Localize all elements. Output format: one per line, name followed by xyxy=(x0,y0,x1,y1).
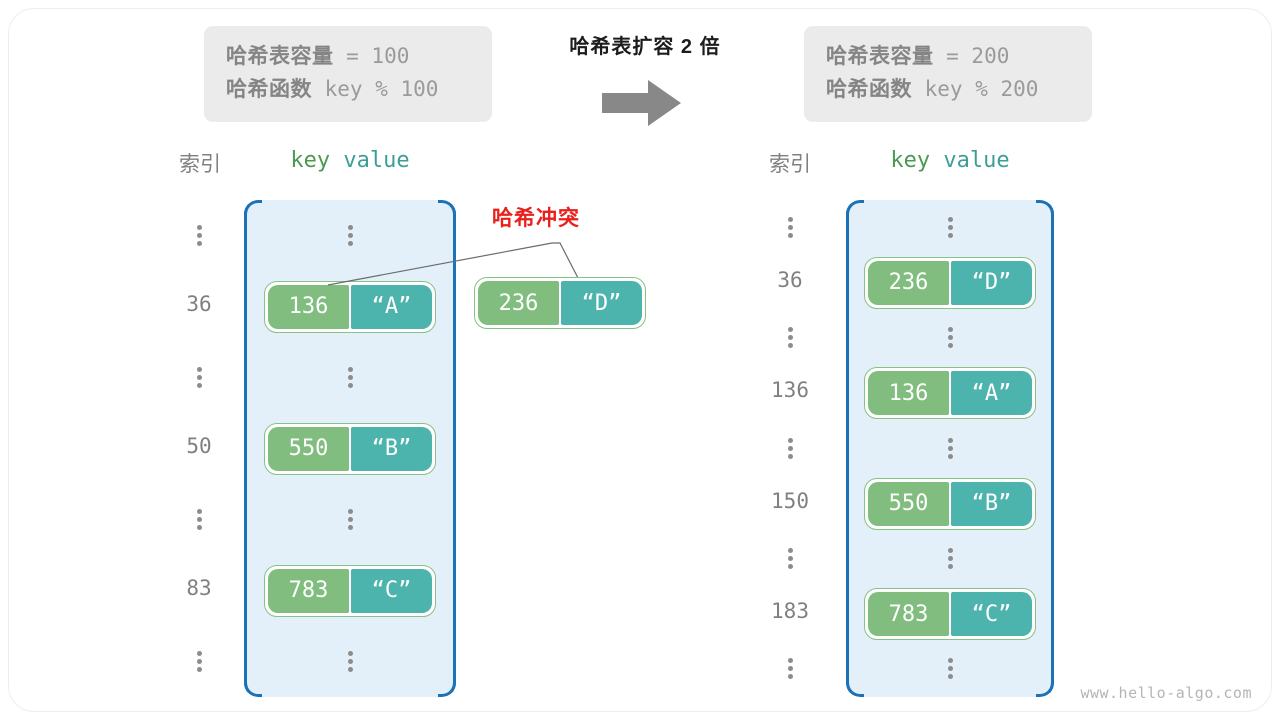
after-value-header: value xyxy=(943,148,1010,173)
after-ellipsis-2 xyxy=(846,324,1054,351)
after-index-6 xyxy=(750,545,830,573)
after-value-1: “D” xyxy=(951,260,1032,305)
after-value-7: “C” xyxy=(951,592,1032,637)
collision-overflow-pair: 236 “D” xyxy=(474,277,646,329)
before-key-3: 550 xyxy=(268,426,349,471)
before-pair-5: 783“C” xyxy=(264,564,436,617)
before-function-expr: key % 100 xyxy=(312,77,439,101)
after-ellipsis-6 xyxy=(846,545,1054,572)
before-function-line: 哈希函数 key % 100 xyxy=(226,73,470,106)
after-ellipsis-8 xyxy=(846,655,1054,682)
after-key-5: 550 xyxy=(868,481,949,526)
before-index-4 xyxy=(170,506,228,534)
after-ellipsis-0 xyxy=(846,214,1054,241)
before-key-5: 783 xyxy=(268,568,349,613)
before-value-header: value xyxy=(343,148,410,173)
after-capacity-line: 哈希表容量 = 200 xyxy=(826,40,1070,73)
after-capacity-expr: = 200 xyxy=(933,44,1010,68)
before-ellipsis-0 xyxy=(244,222,456,249)
after-function-line: 哈希函数 key % 200 xyxy=(826,73,1070,106)
after-pair-5: 550“B” xyxy=(864,477,1036,530)
after-pair-1: 236“D” xyxy=(864,256,1036,309)
after-key-header: key xyxy=(890,148,931,173)
after-kv-header: key value xyxy=(846,148,1054,173)
after-function-label: 哈希函数 xyxy=(826,78,912,101)
before-kv-header: key value xyxy=(244,148,456,173)
before-index-6 xyxy=(170,648,228,676)
before-capacity-line: 哈希表容量 = 100 xyxy=(226,40,470,73)
after-value-5: “B” xyxy=(951,481,1032,526)
before-index-1: 36 xyxy=(186,291,212,316)
after-key-7: 783 xyxy=(868,592,949,637)
after-index-8 xyxy=(750,655,830,683)
collision-overflow-key: 236 xyxy=(478,281,559,325)
right-arrow-icon xyxy=(602,80,682,131)
before-capacity-label: 哈希表容量 xyxy=(226,45,334,68)
after-index-2 xyxy=(750,324,830,352)
after-key-3: 136 xyxy=(868,371,949,416)
before-key-1: 136 xyxy=(268,284,349,329)
after-value-3: “A” xyxy=(951,371,1032,416)
after-index-7: 183 xyxy=(771,599,809,624)
before-index-2 xyxy=(170,364,228,392)
transition-title: 哈希表扩容 2 倍 xyxy=(569,36,721,58)
collision-label: 哈希冲突 xyxy=(492,207,580,230)
before-capacity-expr: = 100 xyxy=(333,44,410,68)
before-value-3: “B” xyxy=(351,426,432,471)
after-index-0 xyxy=(750,214,830,242)
before-index-header: 索引 xyxy=(179,153,221,176)
after-pair-7: 783“C” xyxy=(864,588,1036,641)
before-index-0 xyxy=(170,222,228,250)
before-ellipsis-2 xyxy=(244,364,456,391)
before-key-header: key xyxy=(290,148,331,173)
after-info-box: 哈希表容量 = 200 哈希函数 key % 200 xyxy=(804,26,1092,122)
before-info-box: 哈希表容量 = 100 哈希函数 key % 100 xyxy=(204,26,492,122)
after-key-1: 236 xyxy=(868,260,949,305)
before-pair-1: 136“A” xyxy=(264,280,436,333)
after-index-5: 150 xyxy=(771,488,809,513)
before-value-5: “C” xyxy=(351,568,432,613)
before-ellipsis-4 xyxy=(244,506,456,533)
before-index-3: 50 xyxy=(186,433,212,458)
before-index-5: 83 xyxy=(186,575,212,600)
diagram-frame xyxy=(8,8,1272,712)
after-function-expr: key % 200 xyxy=(912,77,1039,101)
before-value-1: “A” xyxy=(351,284,432,329)
after-index-3: 136 xyxy=(771,378,809,403)
after-index-header: 索引 xyxy=(769,153,811,176)
watermark: www.hello-algo.com xyxy=(1080,684,1252,702)
before-ellipsis-6 xyxy=(244,648,456,675)
collision-overflow-value: “D” xyxy=(561,281,642,325)
before-pair-3: 550“B” xyxy=(264,422,436,475)
after-pair-3: 136“A” xyxy=(864,367,1036,420)
after-index-1: 36 xyxy=(777,267,803,292)
after-capacity-label: 哈希表容量 xyxy=(826,45,934,68)
before-function-label: 哈希函数 xyxy=(226,78,312,101)
after-index-4 xyxy=(750,435,830,463)
after-ellipsis-4 xyxy=(846,435,1054,462)
